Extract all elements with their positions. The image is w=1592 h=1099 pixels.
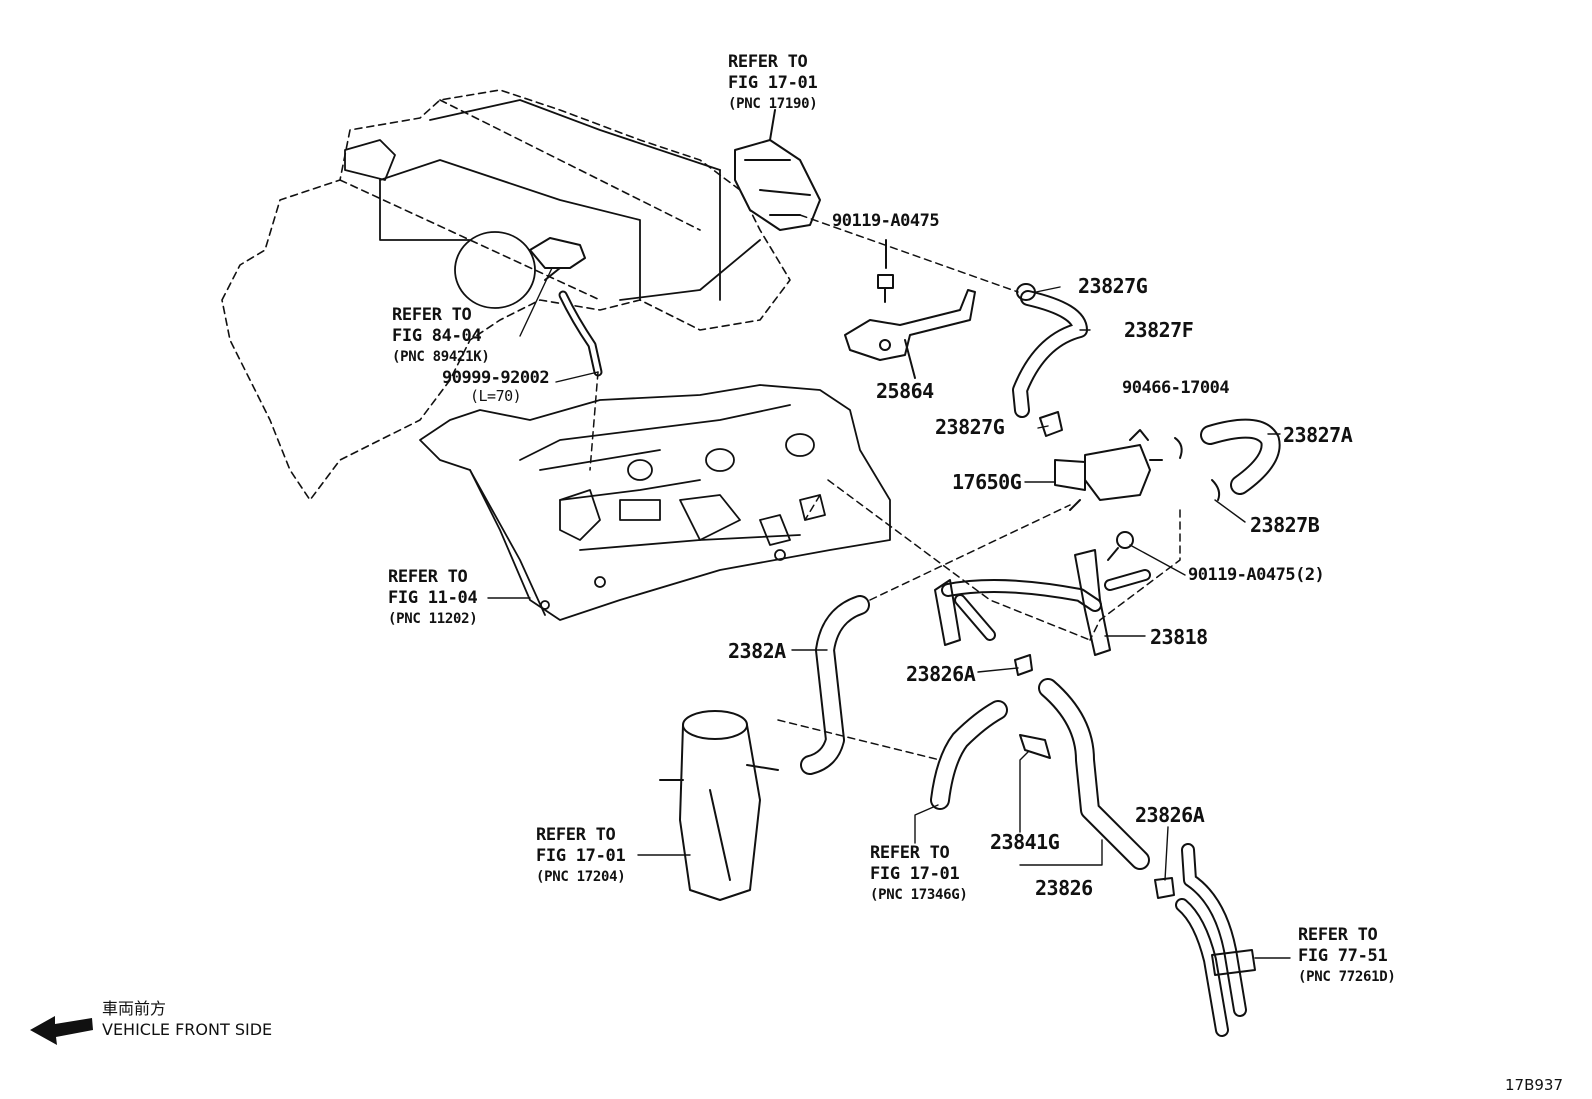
vehicle-front-en: VEHICLE FRONT SIDE	[102, 1020, 273, 1039]
ref-line: REFER TO	[1298, 925, 1378, 945]
ref-pnc: (PNC 17346G)	[870, 887, 968, 903]
hose-23827a	[1200, 418, 1281, 495]
ref-label-hose-17346g: REFER TO FIG 17-01 (PNC 17346G)	[870, 843, 968, 906]
engine-outline	[221, 89, 791, 501]
ref-label-sensor: REFER TO FIG 84-04 (PNC 89421K)	[392, 305, 490, 368]
ref-pnc: (PNC 17190)	[728, 96, 818, 112]
hose-17346g	[930, 700, 1008, 810]
part-25864: 25864	[876, 379, 934, 403]
ref-pnc: (PNC 89421K)	[392, 349, 490, 365]
hose-2382a	[800, 595, 870, 775]
hose-23826	[1038, 678, 1150, 870]
part-23818: 23818	[1150, 625, 1208, 649]
ref-label-head-cover: REFER TO FIG 11-04 (PNC 11202)	[388, 567, 478, 630]
ref-line: REFER TO	[388, 567, 468, 587]
bolt-90119-a0475	[877, 239, 894, 303]
vsv-17650g	[1054, 429, 1163, 511]
clamp-23827g-lower	[1039, 411, 1063, 437]
front-arrow-icon	[30, 1016, 93, 1045]
ref-label-water-inlet: REFER TO FIG 17-01 (PNC 17204)	[536, 825, 626, 888]
throttle-body	[734, 109, 821, 231]
part-23826: 23826	[1035, 876, 1093, 900]
part-23827f: 23827F	[1124, 318, 1194, 342]
part-23827g-top: 23827G	[1078, 274, 1148, 298]
water-inlet	[659, 710, 779, 901]
connection-lines	[777, 214, 1181, 761]
pipe-23818	[934, 549, 1151, 656]
clamp-23826a	[1014, 654, 1033, 676]
vehicle-front-label: 車両前方 VEHICLE FRONT SIDE	[102, 998, 272, 1040]
ref-fig: FIG 77-51	[1298, 946, 1388, 966]
part-90999-length: (L=70)	[470, 387, 522, 405]
ref-fig: FIG 17-01	[728, 73, 818, 93]
part-23827a: 23827A	[1283, 423, 1353, 447]
fuel-pipes	[1175, 843, 1256, 1037]
part-90119-a0475-2: 90119-A0475(2)	[1188, 565, 1325, 585]
ref-pnc: (PNC 17204)	[536, 869, 626, 885]
part-23826a-left: 23826A	[906, 662, 976, 686]
clip-90466-17004	[1174, 437, 1183, 459]
clip-23827b	[1211, 479, 1221, 501]
ref-fig: FIG 17-01	[536, 846, 626, 866]
ref-fig: FIG 17-01	[870, 864, 960, 884]
part-17650g: 17650G	[952, 470, 1022, 494]
ref-pnc: (PNC 11202)	[388, 611, 478, 627]
sensor-bracket	[529, 237, 586, 281]
clamp-23841g	[1019, 734, 1051, 759]
part-90999-92002: 90999-92002	[442, 368, 550, 388]
bolt-90119-a0475-2	[1107, 531, 1134, 561]
cylinder-head-cover	[419, 384, 891, 621]
bracket-25864	[844, 289, 976, 379]
part-23827g-mid: 23827G	[935, 415, 1005, 439]
part-90119-a0475: 90119-A0475	[832, 211, 940, 231]
part-2382a: 2382A	[728, 639, 786, 663]
hose-23827f	[1012, 283, 1088, 418]
ref-line: REFER TO	[728, 52, 808, 72]
figure-id: 17B937	[1505, 1076, 1564, 1094]
clamp-23826a-lower	[1154, 877, 1175, 899]
ref-label-throttle: REFER TO FIG 17-01 (PNC 17190)	[728, 52, 818, 115]
vehicle-front-jp: 車両前方	[102, 999, 167, 1018]
ref-fig: FIG 84-04	[392, 326, 482, 346]
ref-line: REFER TO	[870, 843, 950, 863]
ref-pnc: (PNC 77261D)	[1298, 969, 1396, 985]
ref-label-pipe-77: REFER TO FIG 77-51 (PNC 77261D)	[1298, 925, 1396, 988]
part-23841g: 23841G	[990, 830, 1060, 854]
ref-line: REFER TO	[536, 825, 616, 845]
part-90466-17004: 90466-17004	[1122, 378, 1230, 398]
part-23827b: 23827B	[1250, 513, 1320, 537]
leader-lines	[487, 267, 1291, 959]
engine-block	[344, 99, 761, 309]
part-23826a-right: 23826A	[1135, 803, 1205, 827]
ref-line: REFER TO	[392, 305, 472, 325]
ref-fig: FIG 11-04	[388, 588, 478, 608]
